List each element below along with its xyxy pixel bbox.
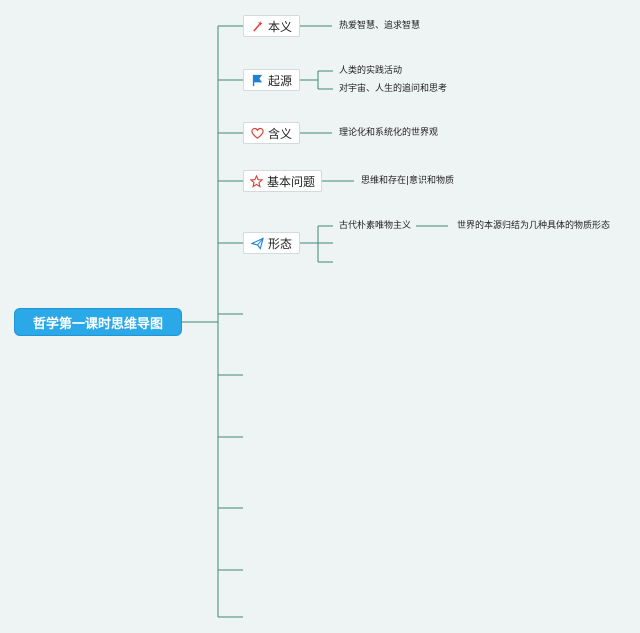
flag-icon: [252, 74, 263, 86]
branch-node-hanyi[interactable]: 含义: [243, 122, 300, 144]
branch-label: 起源: [267, 73, 292, 88]
paper-plane-icon: [250, 236, 264, 250]
branch-label: 本义: [267, 19, 292, 34]
branch-node-benyi[interactable]: 本义: [243, 15, 300, 37]
leaf-text[interactable]: 人类的实践活动: [339, 66, 403, 76]
sub-leaf-text[interactable]: 世界的本源归结为几种具体的物质形态: [457, 221, 611, 231]
root-label: 哲学第一课时思维导图: [32, 316, 163, 332]
branch-node-qiyuan[interactable]: 起源: [243, 69, 300, 91]
leaf-text[interactable]: 热爱智慧、追求智慧: [339, 21, 421, 31]
branch-label: 形态: [267, 236, 292, 251]
leaf-text[interactable]: 思维和存在|意识和物质: [361, 176, 455, 186]
heart-icon: [251, 127, 264, 139]
branch-label: 基本问题: [266, 174, 315, 189]
branch-node-xingtai[interactable]: 形态: [243, 232, 300, 254]
root-node[interactable]: 哲学第一课时思维导图: [15, 309, 181, 335]
leaf-text[interactable]: 理论化和系统化的世界观: [339, 128, 439, 138]
star-icon: [249, 174, 263, 188]
leaf-text[interactable]: 古代朴素唯物主义: [339, 221, 412, 231]
branch-node-jibenwenti[interactable]: 基本问题: [243, 170, 322, 192]
leaf-text[interactable]: 对宇宙、人生的追问和思考: [339, 84, 448, 94]
branch-label: 含义: [267, 126, 292, 141]
magic-wand-icon: [253, 20, 263, 32]
